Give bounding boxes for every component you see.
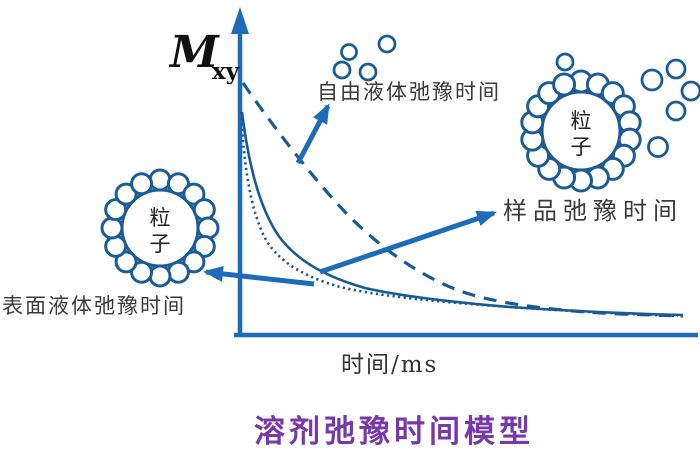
adsorbed-molecule-circle xyxy=(104,234,128,258)
adsorbed-molecule-circle xyxy=(114,182,138,206)
molecule-circle xyxy=(647,136,669,158)
free-molecules-top-cluster xyxy=(332,34,397,82)
diagram-title: 溶剂弛豫时间模型 xyxy=(254,414,534,450)
particle-left-ring xyxy=(100,168,220,288)
free-molecules-right-cluster xyxy=(555,52,700,158)
particle-right-label-2: 子 xyxy=(571,135,592,159)
molecule-circle xyxy=(358,62,378,82)
molecule-circle xyxy=(377,34,397,54)
molecule-circle xyxy=(340,43,358,61)
sample-arrow xyxy=(319,210,497,275)
molecule-circle xyxy=(665,100,687,122)
x-axis-label: 时间/ms xyxy=(341,352,438,378)
adsorbed-molecule-circle xyxy=(148,168,172,192)
particle-right: 粒 子 xyxy=(520,69,642,193)
adsorbed-molecule-circle xyxy=(100,216,124,240)
sample-label: 样品弛豫时间 xyxy=(503,197,683,225)
adsorbed-molecule-circle xyxy=(130,172,154,196)
adsorbed-molecule-circle xyxy=(104,198,128,222)
sample-relaxation-curve xyxy=(240,111,684,317)
surface-liquid-label: 表面液体弛豫时间 xyxy=(2,294,186,318)
molecule-circle xyxy=(640,68,664,92)
adsorbed-molecule-circle xyxy=(166,260,190,284)
y-axis-arrowhead-icon xyxy=(231,7,249,34)
adsorbed-molecule-circle xyxy=(192,198,216,222)
adsorbed-molecule-circle xyxy=(114,250,138,274)
y-axis-label-main: M xyxy=(168,27,220,78)
adsorbed-molecule-circle xyxy=(552,72,577,97)
molecule-circle xyxy=(555,52,575,72)
adsorbed-molecule-circle xyxy=(130,260,154,284)
y-axis-label-subscript: xy xyxy=(212,58,240,85)
particle-right-ring xyxy=(520,69,642,193)
particle-left-label-1: 粒 xyxy=(150,206,171,230)
adsorbed-molecule-circle xyxy=(192,234,216,258)
particle-left: 粒 子 xyxy=(100,168,220,288)
free-liquid-relaxation-curve xyxy=(241,82,684,318)
particle-left-label-2: 子 xyxy=(150,232,171,256)
free-liquid-arrow xyxy=(295,103,331,165)
particle-right-label-1: 粒 xyxy=(571,109,592,133)
free-liquid-label: 自由液体弛豫时间 xyxy=(317,80,501,104)
adsorbed-molecule-circle xyxy=(166,172,190,196)
molecule-circle xyxy=(332,60,352,80)
molecule-circle xyxy=(680,80,700,102)
adsorbed-molecule-circle xyxy=(148,264,172,288)
adsorbed-molecule-circle xyxy=(196,216,220,240)
surface-liquid-arrow xyxy=(203,265,315,287)
adsorbed-molecule-circle xyxy=(182,250,206,274)
molecule-circle xyxy=(665,58,687,80)
adsorbed-molecule-circle xyxy=(182,182,206,206)
